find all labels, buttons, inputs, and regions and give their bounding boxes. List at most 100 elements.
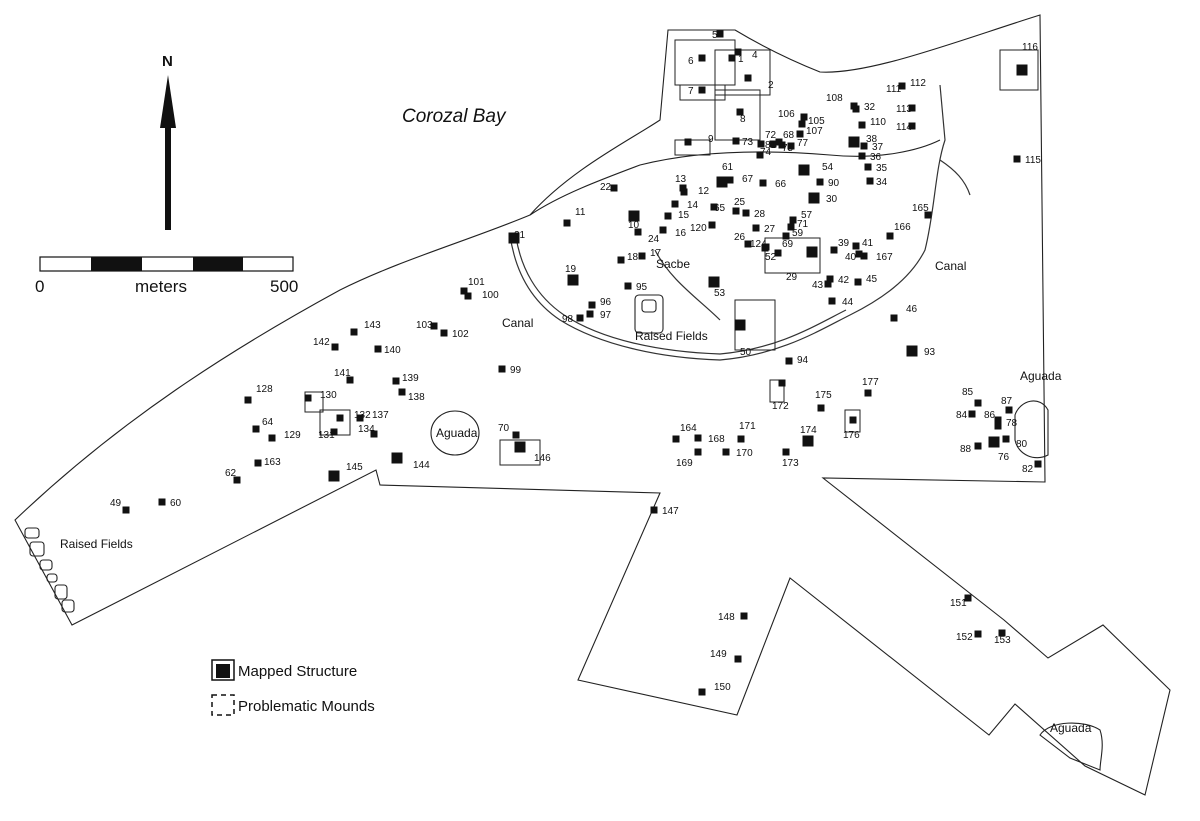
structure-marker bbox=[762, 243, 770, 251]
structure-label: 128 bbox=[256, 384, 273, 395]
structure-label: 77 bbox=[797, 138, 809, 149]
structure-label: 174 bbox=[800, 425, 817, 436]
structure-label: 115 bbox=[1025, 155, 1041, 166]
structure-marker bbox=[744, 74, 752, 82]
structure-label: 149 bbox=[710, 649, 727, 660]
structure-marker bbox=[460, 287, 468, 295]
structure-marker bbox=[778, 379, 786, 387]
structure-label: 72 bbox=[765, 130, 777, 141]
structure-marker bbox=[816, 178, 824, 186]
structure-marker bbox=[514, 441, 526, 453]
structure-marker bbox=[698, 54, 706, 62]
structure-marker bbox=[736, 108, 744, 116]
structure-label: 120 bbox=[690, 223, 707, 234]
structure-label: 101 bbox=[468, 277, 485, 288]
structure-marker bbox=[782, 232, 790, 240]
structure-marker bbox=[806, 246, 818, 258]
structure-label: 146 bbox=[534, 453, 551, 464]
structure-label: 130 bbox=[320, 390, 337, 401]
structure-marker bbox=[848, 136, 860, 148]
structure-label: 102 bbox=[452, 329, 469, 340]
structure-marker bbox=[722, 448, 730, 456]
structure-marker bbox=[512, 431, 520, 439]
structure-label: 111 bbox=[886, 84, 902, 95]
structure-label: 54 bbox=[822, 162, 834, 173]
structure-label: 2 bbox=[768, 80, 774, 91]
structure-marker bbox=[908, 122, 916, 130]
structure-label: 38 bbox=[866, 134, 878, 145]
structure-label: 74 bbox=[760, 147, 772, 158]
structure-marker bbox=[906, 345, 918, 357]
structure-label: 114 bbox=[896, 122, 912, 133]
structure-label: 152 bbox=[956, 632, 973, 643]
structure-label: 68 bbox=[783, 130, 795, 141]
structure-label: 108 bbox=[826, 93, 843, 104]
aguada-label-3: Aguada bbox=[1050, 721, 1092, 735]
structure-marker bbox=[886, 232, 894, 240]
structure-label: 45 bbox=[866, 274, 878, 285]
structure-marker bbox=[830, 246, 838, 254]
raised-fields-label-2: Raised Fields bbox=[60, 537, 133, 551]
structure-marker bbox=[924, 211, 932, 219]
structure-marker bbox=[808, 192, 820, 204]
structure-marker bbox=[650, 506, 658, 514]
canal-label-1: Canal bbox=[502, 316, 533, 330]
structure-marker bbox=[726, 176, 734, 184]
structure-marker bbox=[610, 184, 618, 192]
north-arrow: N bbox=[160, 53, 176, 230]
structure-label: 124 bbox=[750, 239, 767, 250]
structure-label: 173 bbox=[782, 458, 799, 469]
structure-marker bbox=[346, 376, 354, 384]
structure-marker bbox=[716, 30, 724, 38]
structure-marker bbox=[508, 232, 520, 244]
structure-label: 15 bbox=[678, 210, 690, 221]
structure-label: 30 bbox=[826, 194, 838, 205]
structure-marker bbox=[391, 452, 403, 464]
structure-marker bbox=[759, 179, 767, 187]
structure-label: 12 bbox=[698, 186, 710, 197]
structure-label: 27 bbox=[764, 224, 776, 235]
structure-label: 144 bbox=[413, 460, 430, 471]
structure-label: 151 bbox=[950, 598, 967, 609]
structure-marker bbox=[586, 310, 594, 318]
structure-label: 65 bbox=[714, 203, 726, 214]
structure-label: 1 bbox=[738, 54, 744, 65]
structure-marker bbox=[757, 140, 765, 148]
site-boundary bbox=[14, 14, 1171, 796]
structure-marker bbox=[774, 249, 782, 257]
structure-label: 43 bbox=[812, 280, 824, 291]
structure-marker bbox=[398, 388, 406, 396]
structure-label: 93 bbox=[924, 347, 936, 358]
structure-marker bbox=[356, 414, 364, 422]
structure-label: 36 bbox=[870, 152, 882, 163]
structure-marker bbox=[694, 448, 702, 456]
structure-marker bbox=[634, 228, 642, 236]
structure-marker bbox=[752, 224, 760, 232]
structure-marker bbox=[328, 470, 340, 482]
structure-label: 107 bbox=[806, 126, 823, 137]
structure-marker bbox=[330, 428, 338, 436]
structure-marker bbox=[968, 410, 976, 418]
structure-label: 70 bbox=[498, 423, 510, 434]
structure-label: 64 bbox=[262, 417, 274, 428]
structure-label: 88 bbox=[960, 444, 972, 455]
structure-label: 25 bbox=[734, 197, 746, 208]
structure-label: 84 bbox=[956, 410, 968, 421]
raised-fields-label-1: Raised Fields bbox=[635, 329, 708, 343]
plaza-enclosures bbox=[304, 39, 1039, 466]
aguada-label-1: Aguada bbox=[436, 426, 478, 440]
structure-marker bbox=[782, 448, 790, 456]
structure-marker bbox=[244, 396, 252, 404]
structure-label: 112 bbox=[910, 78, 926, 89]
water-label: Corozal Bay bbox=[402, 106, 507, 127]
structure-label: 148 bbox=[718, 612, 735, 623]
structure-marker bbox=[974, 630, 982, 638]
structure-marker bbox=[756, 151, 764, 159]
scale-min: 0 bbox=[35, 277, 44, 296]
aguada-label-2: Aguada bbox=[1020, 369, 1062, 383]
structure-label: 116 bbox=[1022, 42, 1038, 53]
structure-label: 62 bbox=[225, 468, 237, 479]
structure-label: 168 bbox=[708, 434, 725, 445]
structure-marker bbox=[671, 200, 679, 208]
structure-label: 166 bbox=[894, 222, 911, 233]
